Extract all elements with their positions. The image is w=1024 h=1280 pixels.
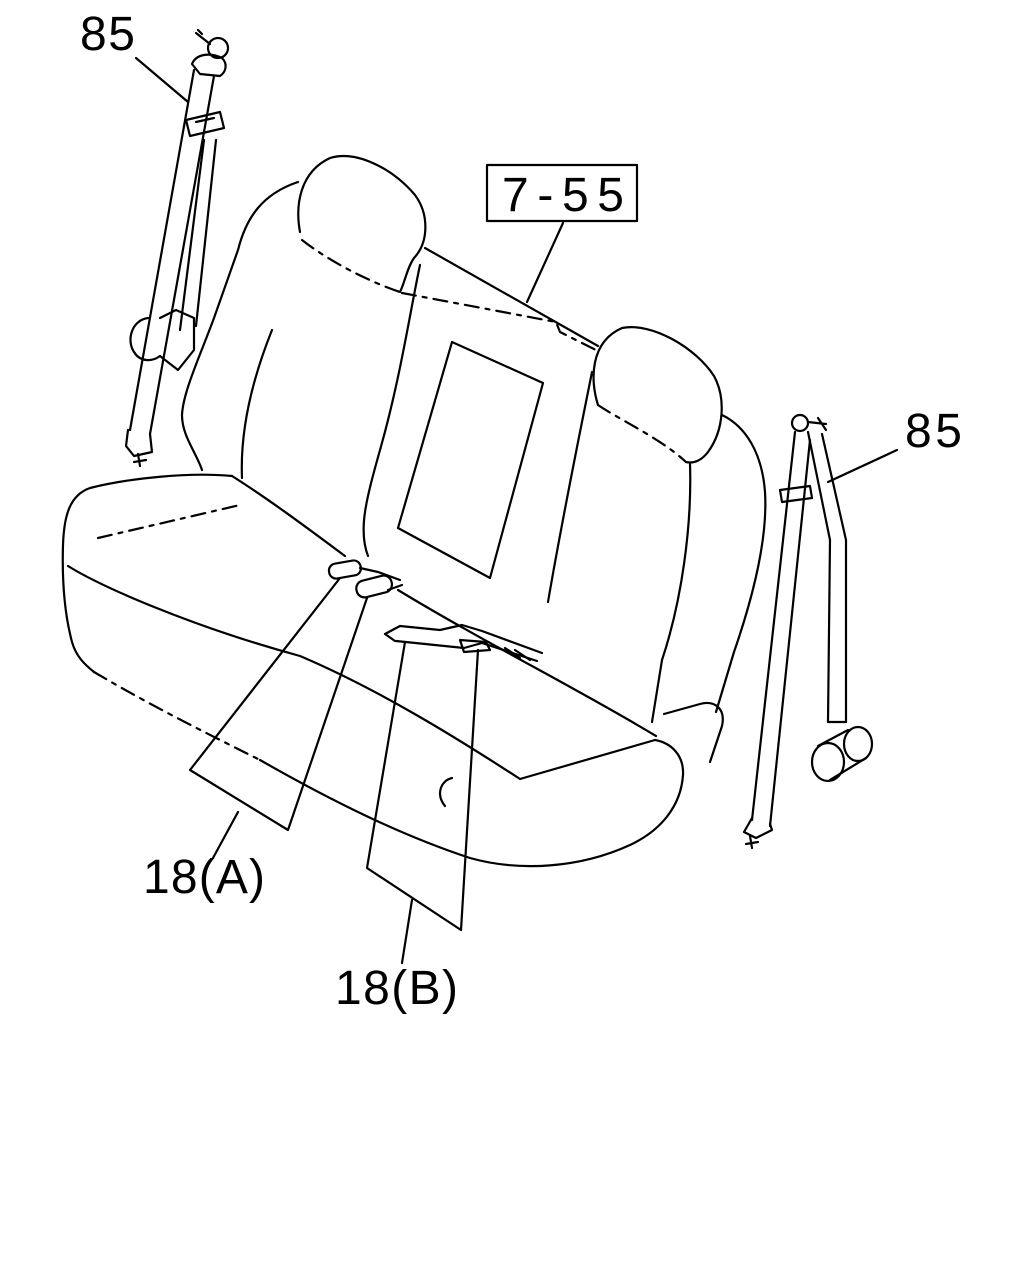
leader-18b-group <box>365 640 480 965</box>
cushion-rear-crease-right <box>396 588 658 738</box>
left-belt-tongue-plate <box>184 110 226 138</box>
buckle-18b-tongue <box>458 638 492 654</box>
right-belt-anchor-washer <box>790 413 810 433</box>
buckle-18a <box>327 559 404 599</box>
callout-85-right: 85 <box>905 405 962 458</box>
cushion-side-notch <box>439 776 454 808</box>
right-belt-retractor-end <box>810 741 846 783</box>
left-belt-retractor-strap <box>178 138 218 332</box>
right-belt-lower-anchor <box>742 816 774 840</box>
seat-back-right-seam <box>546 370 594 604</box>
seat-back-top-rear-edge <box>400 291 598 352</box>
buckle-18a-strap <box>358 566 404 592</box>
headrest-left-base <box>300 238 402 294</box>
seat-back-right-trim <box>662 701 724 764</box>
buckle-18b-strap <box>383 623 544 663</box>
leader-85-left <box>134 56 190 104</box>
callout-7-55-box: 7-55 <box>485 163 639 223</box>
headrest-left <box>297 155 427 294</box>
right-belt-webbing <box>750 430 812 828</box>
cushion-seam <box>96 503 242 540</box>
left-belt-anchor-bolt <box>194 28 212 46</box>
callout-18a: 18(A) <box>143 851 265 904</box>
seat-back-right-bolster <box>650 462 692 724</box>
left-belt-lower-bolt <box>132 452 148 468</box>
buckle-18a-right <box>355 574 394 599</box>
left-belt-retractor <box>129 308 196 372</box>
right-belt-guide <box>778 484 814 504</box>
leader-7-55 <box>525 221 565 304</box>
right-belt-anchor-bolt <box>806 416 828 432</box>
cushion-lower-left-edge <box>92 670 262 762</box>
leader-18a-group <box>188 576 369 860</box>
seat-back <box>180 155 767 764</box>
headrest-right <box>592 326 723 464</box>
seat-cushion <box>61 473 685 868</box>
cushion-rear-crease-left <box>230 474 347 558</box>
callout-18b: 18(B) <box>335 962 458 1015</box>
left-belt-anchor-plate <box>190 53 227 78</box>
buckle-18b-end <box>503 646 532 662</box>
seat-back-right-edge <box>714 413 767 714</box>
right-belt-retractor-cap <box>842 725 874 763</box>
callout-85-left: 85 <box>80 8 135 61</box>
leader-85-right <box>826 448 899 484</box>
seat-belt-right <box>742 413 874 850</box>
seat-back-center-divider <box>362 263 422 558</box>
seat-back-top-edge <box>423 246 600 348</box>
seat-belt-left <box>124 28 230 468</box>
seat-back-left-seam <box>240 328 274 480</box>
cushion-front-top-edge <box>66 564 657 781</box>
cushion-front-bottom <box>258 738 685 868</box>
ref-box-label: 7-55 <box>502 169 624 222</box>
ref-box-frame <box>485 163 639 223</box>
buckle-18b <box>383 623 544 663</box>
seat-back-left-edge <box>180 180 300 472</box>
armrest-pass-through-panel <box>396 340 545 580</box>
cushion-outline <box>61 473 234 674</box>
right-belt-shoulder-strap <box>806 430 848 724</box>
left-belt-anchor-washer <box>206 36 230 60</box>
right-belt-lower-bolt <box>744 834 760 850</box>
left-belt-webbing <box>128 68 216 436</box>
headrest-right-base <box>596 403 688 464</box>
left-belt-lower-anchor <box>124 428 154 458</box>
buckle-18a-left <box>327 559 362 580</box>
